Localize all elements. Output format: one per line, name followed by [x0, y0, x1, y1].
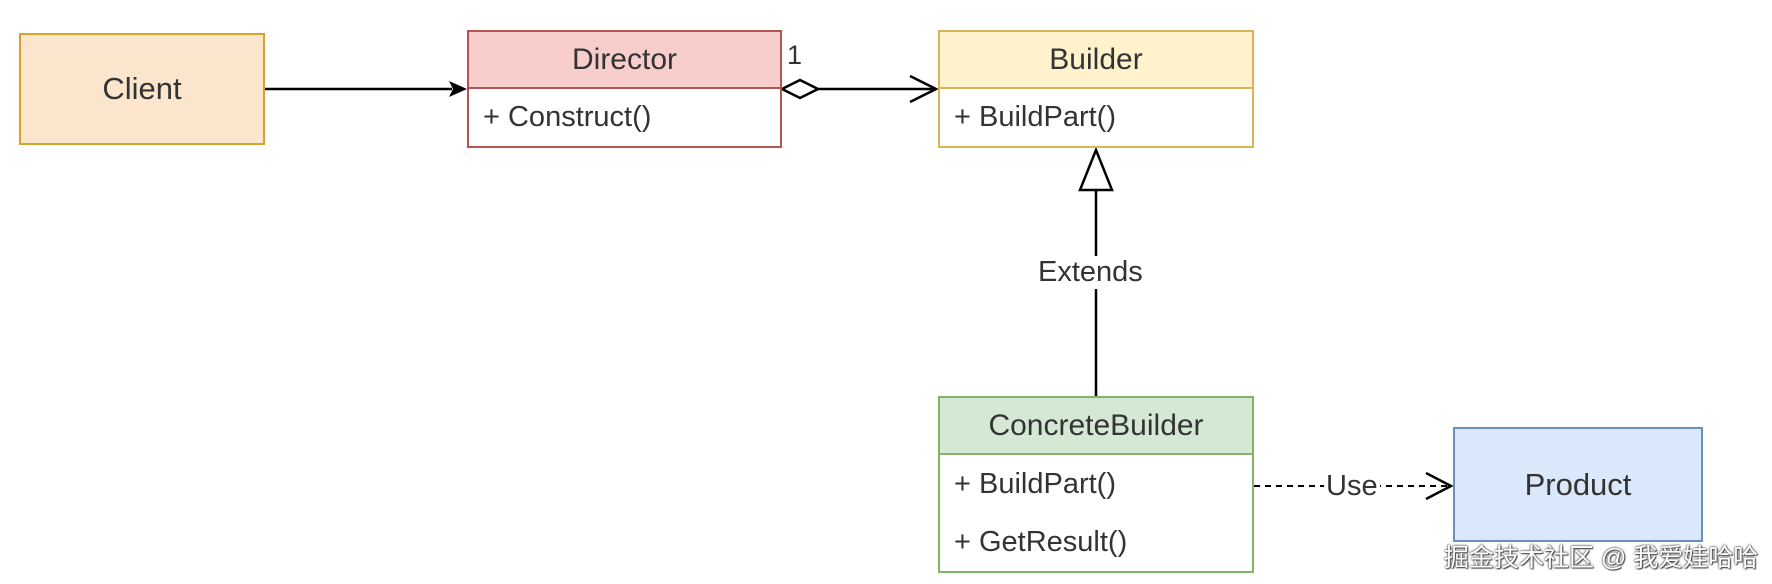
- client-director-association: [265, 81, 467, 97]
- extends-label: Extends: [1036, 256, 1145, 289]
- director-builder-aggregation: [779, 74, 939, 104]
- client-node[interactable]: Client: [19, 33, 265, 145]
- extends-generalization: [1078, 146, 1114, 396]
- director-title: Director: [469, 32, 780, 89]
- concrete-builder-class[interactable]: ConcreteBuilder + BuildPart() + GetResul…: [938, 396, 1254, 573]
- aggregation-multiplicity-label: 1: [787, 40, 803, 70]
- watermark: 掘金技术社区 @ 我爱娃哈哈: [1444, 544, 1759, 572]
- client-label: Client: [102, 71, 182, 106]
- director-method: + Construct(): [483, 101, 652, 133]
- product-node[interactable]: Product: [1453, 427, 1703, 542]
- builder-method: + BuildPart(): [954, 101, 1116, 133]
- concrete-builder-method: + GetResult(): [954, 525, 1128, 558]
- product-label: Product: [1524, 466, 1632, 502]
- use-label: Use: [1324, 470, 1380, 503]
- concrete-builder-method: + BuildPart(): [954, 467, 1116, 500]
- concrete-builder-title: ConcreteBuilder: [940, 398, 1252, 455]
- builder-title: Builder: [940, 32, 1252, 89]
- builder-class[interactable]: Builder + BuildPart(): [938, 30, 1254, 148]
- director-class[interactable]: Director + Construct(): [467, 30, 782, 148]
- use-dependency: [1254, 471, 1454, 501]
